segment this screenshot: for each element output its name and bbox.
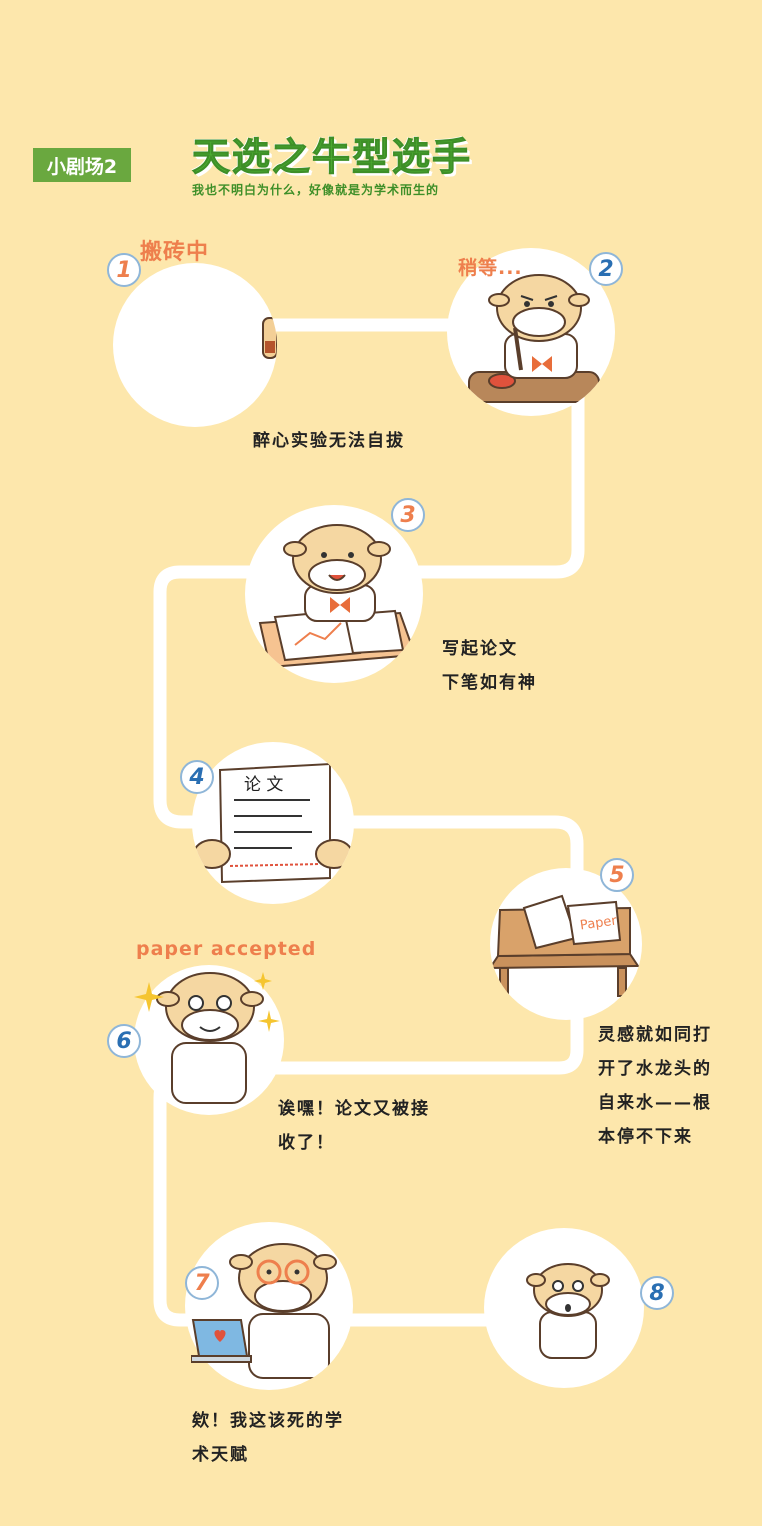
cow-character-icon (526, 1263, 610, 1359)
cow-character-icon (258, 524, 417, 669)
step-7-caption: 欸！我这该死的学 术天赋 (192, 1411, 344, 1465)
step-7-number: 7 (185, 1266, 219, 1300)
page-title: 天选之牛型选手 (192, 135, 473, 180)
page-subtitle: 我也不明白为什么，好像就是为学术而生的 (192, 183, 440, 197)
sparkle-icon (258, 1010, 280, 1032)
cow-character-icon (262, 317, 277, 359)
step-5-number: 5 (600, 858, 634, 892)
step-4-number: 4 (180, 760, 214, 794)
step-2-label: 稍等... (458, 257, 523, 279)
section-tag: 小剧场2 (33, 148, 131, 182)
step-3-number: 3 (391, 498, 425, 532)
step-4-circle: 论 文 (192, 742, 354, 904)
table-icon (490, 894, 640, 997)
step-5-circle: Paper (490, 868, 642, 1020)
cow-character-icon (229, 1243, 337, 1379)
paper-title: 论 文 (244, 775, 284, 795)
paper-sheet-icon (193, 762, 353, 884)
step-3-caption: 写起论文 下笔如有神 (442, 639, 537, 693)
step-1-number: 1 (107, 253, 141, 287)
step-8-number: 8 (640, 1276, 674, 1310)
step-8-circle (484, 1228, 644, 1388)
step-6-label: paper accepted (136, 938, 317, 960)
step-1-caption: 醉心实验无法自拔 (253, 431, 405, 451)
step-6-number: 6 (107, 1024, 141, 1058)
laptop-heart-icon (191, 1319, 252, 1363)
step-1-circle (113, 263, 277, 427)
cow-character-icon (468, 274, 600, 403)
step-6-caption: 诶嘿！论文又被接 收了！ (278, 1099, 430, 1153)
cow-character-icon (156, 972, 264, 1104)
sparkle-icon (134, 982, 164, 1012)
step-2-number: 2 (589, 252, 623, 286)
sparkle-icon (254, 972, 272, 990)
step-5-caption: 灵感就如同打 开了水龙头的 自来水——根 本停不下来 (598, 1025, 712, 1147)
step-2-circle (447, 248, 615, 416)
step-3-circle (245, 505, 423, 683)
step-1-label: 搬砖中 (140, 240, 210, 265)
step-6-circle (134, 965, 284, 1115)
